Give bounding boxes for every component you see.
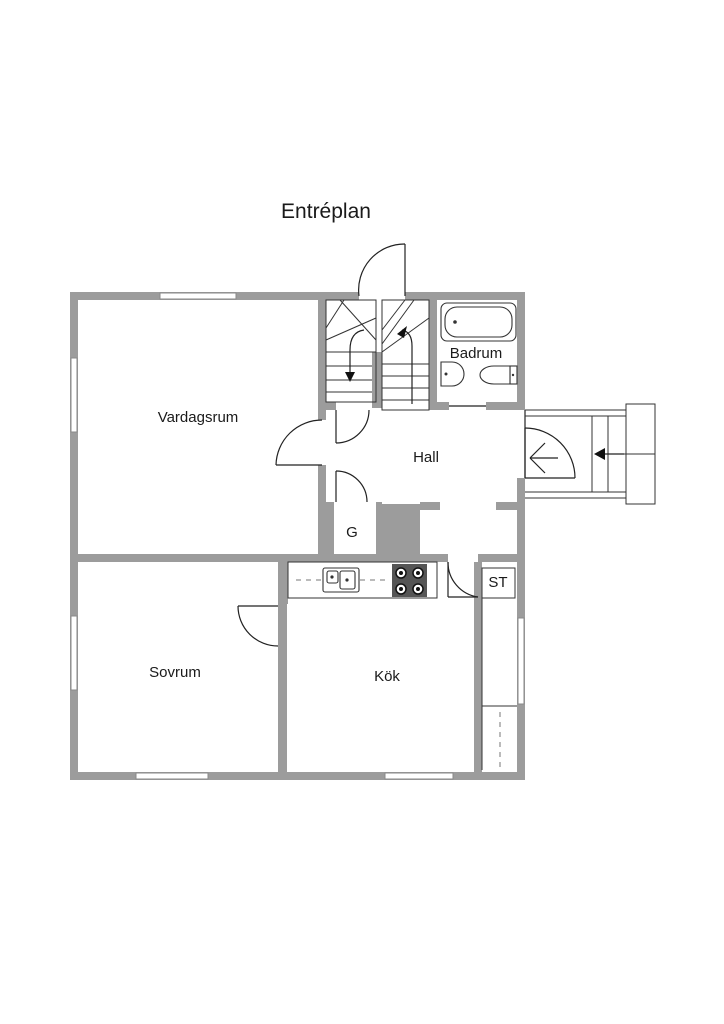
entry-door bbox=[358, 243, 406, 297]
storage-closet bbox=[481, 567, 517, 770]
windows bbox=[70, 292, 525, 780]
bathtub-icon bbox=[444, 306, 513, 338]
room-label-hall: Hall bbox=[413, 449, 439, 466]
room-label-living-room: Vardagsrum bbox=[158, 409, 239, 426]
sink-icon bbox=[440, 361, 465, 387]
entrance-arrow-icon bbox=[594, 448, 624, 460]
stair-arrow-icon bbox=[345, 329, 365, 382]
entrance-porch bbox=[525, 403, 656, 505]
stove-icon bbox=[392, 564, 427, 597]
interior-doors bbox=[237, 405, 576, 647]
room-label-bedroom: Sovrum bbox=[149, 664, 201, 681]
staircase bbox=[325, 299, 430, 411]
room-label-storage: ST bbox=[488, 574, 507, 591]
interior-walls bbox=[78, 300, 517, 772]
toilet-icon bbox=[479, 365, 518, 385]
room-label-kitchen: Kök bbox=[374, 668, 400, 685]
plan-title: Entréplan bbox=[281, 200, 371, 223]
room-label-bathroom: Badrum bbox=[450, 345, 503, 362]
stair-arrow-icon bbox=[397, 326, 413, 404]
room-label-closet: G bbox=[346, 524, 358, 541]
door-swing-icon bbox=[529, 442, 558, 474]
bathroom-fixtures bbox=[440, 302, 518, 387]
kitchen-counter bbox=[287, 561, 438, 599]
sink-icon bbox=[322, 567, 360, 593]
